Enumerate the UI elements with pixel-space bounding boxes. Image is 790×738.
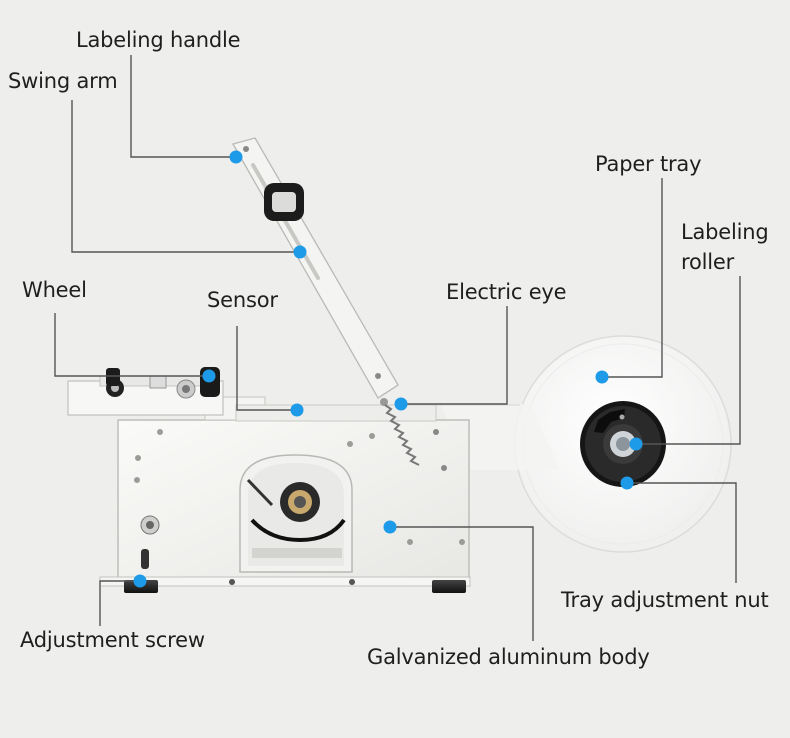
leader-sensor: [236, 326, 297, 411]
label-tray-adjustment-nut: Tray adjustment nut: [561, 588, 769, 612]
leader-lines: [54, 55, 741, 641]
leader-swing-arm: [71, 100, 300, 253]
label-wheel: Wheel: [22, 278, 87, 302]
label-electric-eye: Electric eye: [446, 280, 567, 304]
label-paper-tray: Paper tray: [595, 152, 702, 176]
marker-paper-tray: [595, 370, 609, 384]
label-adjustment-screw: Adjustment screw: [20, 628, 205, 652]
label-sensor: Sensor: [207, 288, 278, 312]
markers: [133, 150, 643, 588]
label-swing-arm: Swing arm: [8, 69, 118, 93]
marker-wheel: [202, 369, 216, 383]
swing-arm: [232, 137, 447, 471]
marker-swing-arm: [293, 245, 307, 259]
leader-galvanized-aluminum-body: [390, 526, 534, 641]
marker-electric-eye: [394, 397, 408, 411]
marker-tray-adjustment-nut: [620, 476, 634, 490]
label-galvanized-aluminum-body: Galvanized aluminum body: [367, 645, 650, 669]
marker-labeling-handle: [229, 150, 243, 164]
marker-labeling-roller: [629, 437, 643, 451]
leader-paper-tray: [602, 178, 663, 378]
marker-adjustment-screw: [133, 574, 147, 588]
machine-body: [67, 367, 471, 593]
label-labeling-roller-line2: roller: [681, 250, 735, 274]
label-labeling-roller-line1: Labeling: [681, 220, 769, 244]
leader-adjustment-screw: [99, 580, 140, 626]
marker-sensor: [290, 403, 304, 417]
labeling-roller-hub: [580, 401, 666, 487]
leader-tray-adjustment-nut: [627, 482, 737, 583]
leader-labeling-handle: [130, 55, 236, 158]
leader-electric-eye: [401, 306, 508, 405]
leader-wheel: [54, 313, 209, 377]
label-labeling-handle: Labeling handle: [76, 28, 241, 52]
marker-galvanized-aluminum-body: [383, 520, 397, 534]
label-web: [440, 404, 560, 470]
leader-labeling-roller: [636, 276, 741, 445]
